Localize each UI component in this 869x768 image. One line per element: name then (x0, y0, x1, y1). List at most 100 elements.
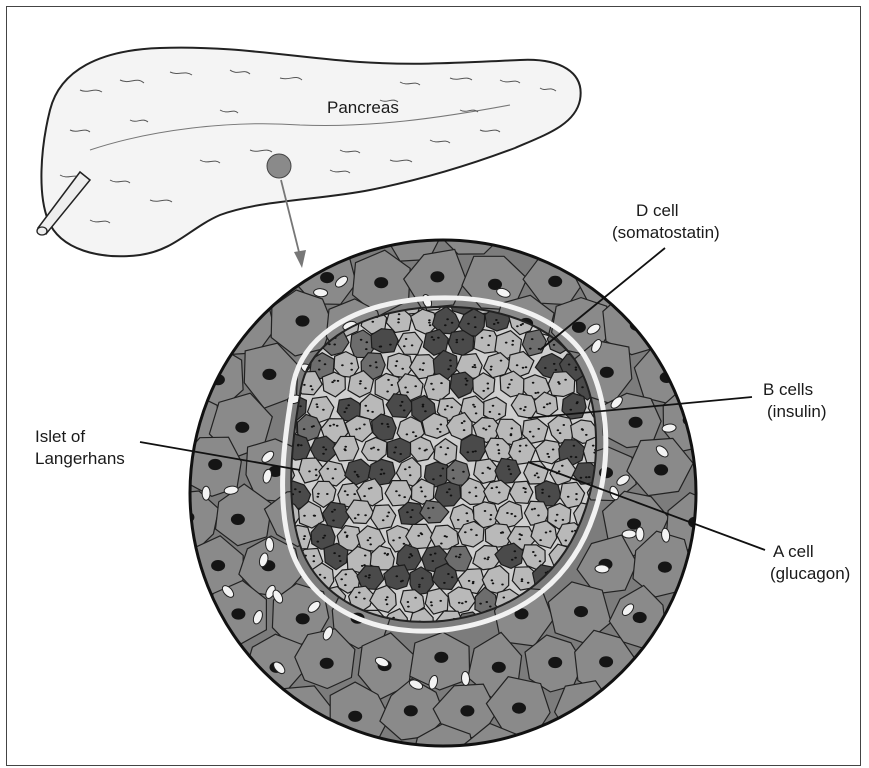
cell-granule (409, 553, 412, 555)
cell-granule (299, 405, 302, 407)
cell-granule (497, 322, 500, 324)
cell-granule (303, 535, 306, 537)
cell-granule (414, 385, 417, 387)
cell-granule (485, 429, 488, 431)
acinar-cell-nucleus (512, 703, 526, 714)
cell-granule (561, 465, 564, 467)
cell-granule (492, 405, 495, 407)
cell-granule (369, 365, 372, 367)
cell-granule (458, 602, 461, 604)
cell-granule (419, 368, 422, 370)
cell-granule (432, 560, 435, 562)
cell-granule (439, 600, 442, 602)
cell-granule (407, 601, 410, 603)
cell-granule (487, 556, 490, 558)
cell-granule (487, 383, 490, 385)
cell-granule (357, 514, 360, 516)
cell-granule (510, 473, 513, 475)
cell-granule (331, 381, 334, 383)
cell-granule (411, 509, 414, 511)
cell-granule (369, 537, 372, 539)
cell-granule (341, 364, 344, 366)
cell-granule (363, 598, 366, 600)
cell-granule (346, 536, 349, 538)
cell-granule (558, 470, 561, 472)
cell-granule (361, 565, 364, 567)
cell-granule (303, 515, 306, 517)
cell-granule (523, 409, 526, 411)
cell-granule (445, 453, 448, 455)
cell-granule (381, 423, 384, 425)
cell-granule (312, 425, 315, 427)
cell-granule (462, 471, 465, 473)
cell-granule (462, 339, 465, 341)
cell-granule (397, 321, 400, 323)
cell-granule (406, 391, 409, 393)
cell-granule (552, 449, 555, 451)
cell-granule (316, 403, 319, 405)
cell-granule (448, 488, 451, 490)
cell-granule (507, 387, 510, 389)
cell-granule (557, 429, 560, 431)
cell-granule (537, 514, 540, 516)
cell-granule (409, 474, 412, 476)
cell-granule (532, 382, 535, 384)
cell-granule (488, 425, 491, 427)
cell-granule (382, 519, 385, 521)
cell-granule (389, 344, 392, 346)
cell-granule (396, 360, 399, 362)
cell-granule (519, 408, 522, 410)
cell-granule (531, 508, 534, 510)
cell-granule (570, 409, 573, 411)
cell-granule (387, 426, 390, 428)
d-cell-hormone-label: (somatostatin) (612, 223, 720, 243)
cell-granule (315, 474, 318, 476)
cell-granule (403, 345, 406, 347)
bile-duct-end (37, 227, 47, 235)
cell-granule (380, 473, 383, 475)
cell-granule (420, 486, 423, 488)
cell-granule (472, 581, 475, 583)
cell-granule (524, 491, 527, 493)
cell-granule (410, 516, 413, 518)
acinar-cell-nucleus (320, 658, 334, 669)
cell-granule (344, 531, 347, 533)
cell-granule (472, 366, 475, 368)
cell-granule (427, 507, 430, 509)
d-cell-label: D cell (636, 201, 679, 221)
cell-granule (384, 552, 387, 554)
cell-granule (386, 603, 389, 605)
cell-granule (474, 326, 477, 328)
cell-granule (415, 435, 418, 437)
cell-granule (316, 406, 319, 408)
cell-granule (505, 342, 508, 344)
cell-granule (324, 535, 327, 537)
cell-granule (313, 555, 316, 557)
cell-granule (527, 582, 530, 584)
cell-granule (442, 468, 445, 470)
cell-granule (490, 369, 493, 371)
cell-granule (507, 465, 510, 467)
cell-granule (464, 531, 467, 533)
cell-granule (447, 368, 450, 370)
cell-granule (461, 602, 464, 604)
cell-granule (498, 413, 501, 415)
acinar-cell (386, 198, 441, 262)
cell-granule (467, 323, 470, 325)
cell-granule (500, 360, 503, 362)
cell-granule (363, 424, 366, 426)
acinar-cell-nucleus (235, 422, 249, 433)
cell-granule (424, 410, 427, 412)
cell-granule (399, 405, 402, 407)
acinar-cell-nucleus (231, 608, 245, 619)
cell-granule (359, 383, 362, 385)
pancreas-organ (37, 48, 581, 257)
cell-granule (368, 574, 371, 576)
cell-granule (511, 344, 514, 346)
cell-granule (534, 392, 537, 394)
cell-granule (294, 488, 297, 490)
cell-granule (428, 517, 431, 519)
cell-granule (463, 420, 466, 422)
cell-granule (519, 450, 522, 452)
cell-granule (581, 428, 584, 430)
